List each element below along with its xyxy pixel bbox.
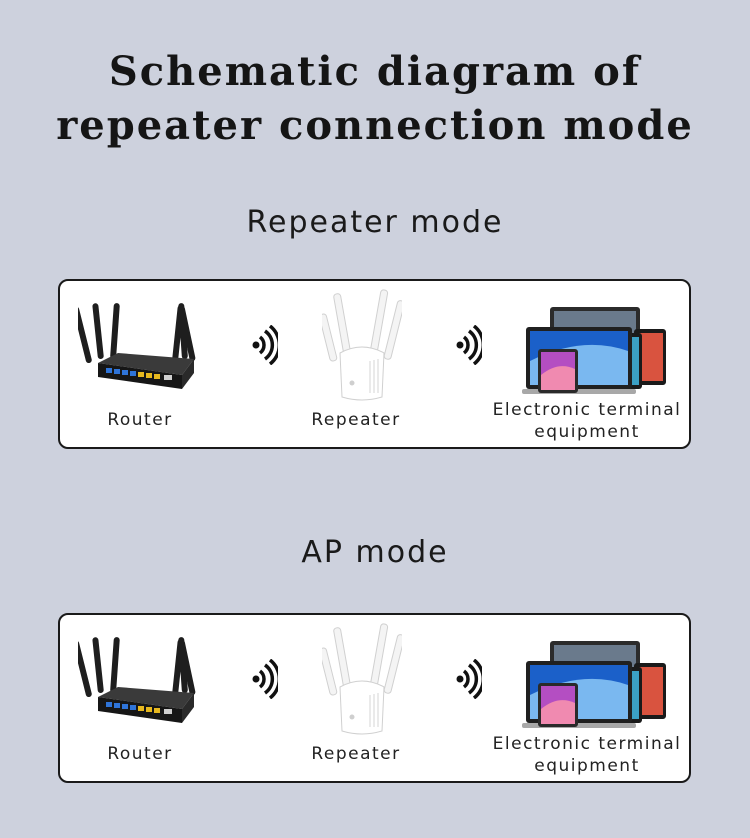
repeater-icon (322, 623, 402, 735)
terminal-label-line1: Electronic terminal (492, 734, 682, 754)
terminal-label-line1: Electronic terminal (492, 400, 682, 420)
section-heading-ap-mode: AP mode (301, 535, 449, 570)
page-title-line2: repeater connection mode (56, 102, 694, 149)
repeater-label: Repeater (311, 410, 401, 430)
router-icon (78, 637, 196, 723)
terminal-label-line2: equipment (534, 422, 640, 442)
section-heading-repeater-mode: Repeater mode (246, 205, 504, 240)
devices-icon (522, 641, 666, 728)
wifi-signal-icon (456, 325, 482, 365)
devices-icon (522, 307, 666, 394)
repeater-icon (322, 289, 402, 401)
diagram-panel-ap-mode: Router Repeater (58, 613, 691, 783)
wifi-signal-icon (456, 659, 482, 699)
diagram-panel-repeater-mode: Router Repeater (58, 279, 691, 449)
repeater-label: Repeater (311, 744, 401, 764)
page-title-line1: Schematic diagram of (108, 48, 642, 95)
terminal-label-line2: equipment (534, 756, 640, 776)
wifi-signal-icon (252, 659, 278, 699)
router-label: Router (107, 410, 173, 430)
router-label: Router (107, 744, 173, 764)
wifi-signal-icon (252, 325, 278, 365)
router-icon (78, 303, 196, 389)
